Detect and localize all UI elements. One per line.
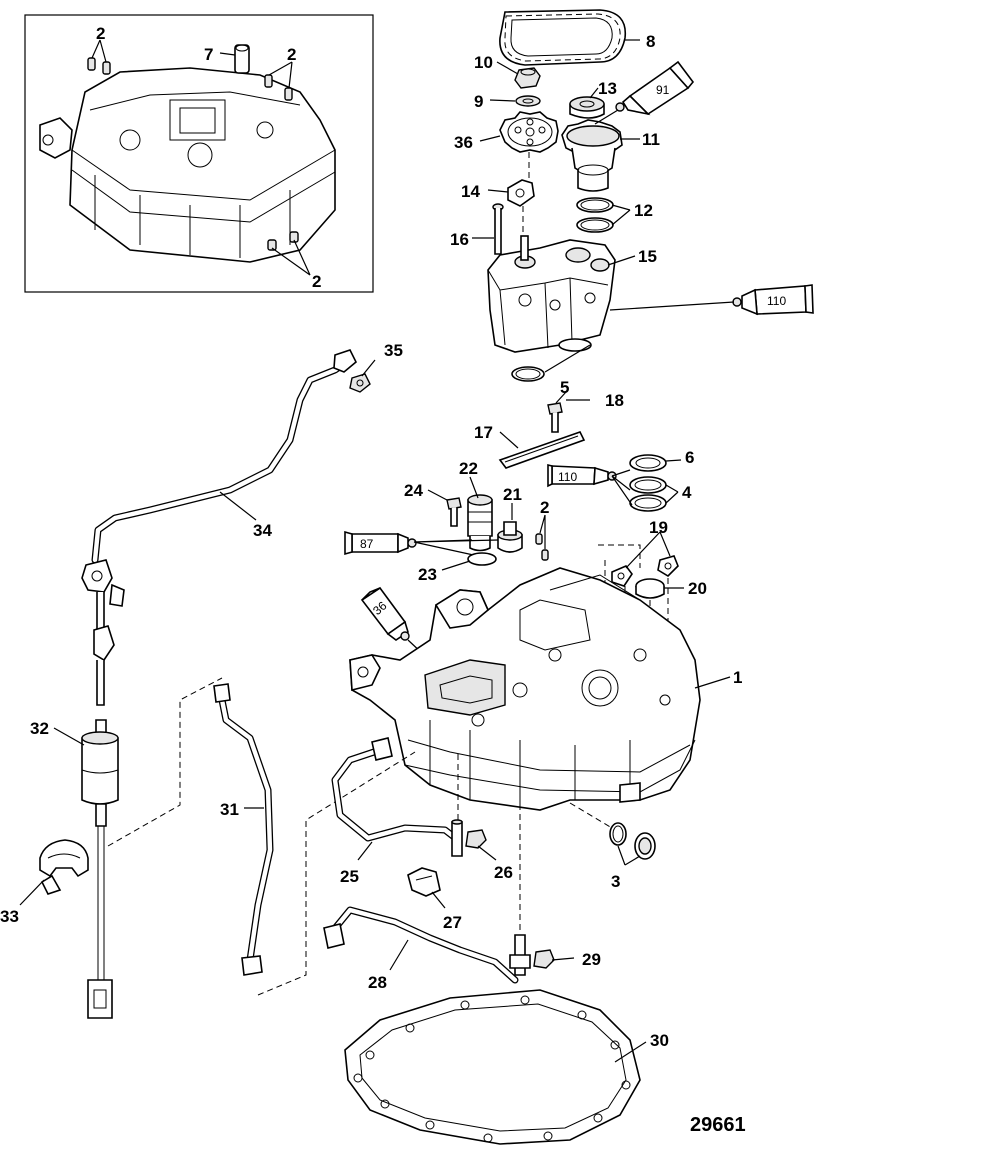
part-9-washer xyxy=(515,95,541,107)
callout-25: 25 xyxy=(340,867,359,886)
part-34-line xyxy=(81,349,357,706)
part-15-oil-pump xyxy=(487,235,616,353)
part-8-chain xyxy=(499,9,627,66)
part-4-o-rings xyxy=(629,476,667,512)
part-11-drive-gear xyxy=(561,119,623,192)
callout-20: 20 xyxy=(688,579,707,598)
part-19-sensors xyxy=(611,555,679,587)
tube-110-upper: 110 xyxy=(732,284,814,316)
part-23-o-ring xyxy=(467,552,497,566)
tube-110-lower: 110 xyxy=(547,463,617,488)
part-17-strip xyxy=(498,431,586,469)
part-13-bearing xyxy=(569,96,605,119)
callout-11: 11 xyxy=(642,130,660,149)
callout-21: 21 xyxy=(503,485,522,504)
callout-12: 12 xyxy=(634,201,653,220)
part-10-nut xyxy=(514,67,541,89)
part-29-nut xyxy=(533,949,555,969)
part-6-seal xyxy=(629,454,667,472)
callout-34: 34 xyxy=(253,521,272,540)
callout-22: 22 xyxy=(459,459,478,478)
part-27-clip xyxy=(407,867,441,897)
callout-27: 27 xyxy=(443,913,462,932)
tube-91-label: 91 xyxy=(656,83,670,97)
tube-110-upper-label: 110 xyxy=(767,294,786,308)
callout-36: 36 xyxy=(454,133,473,152)
callout-8: 8 xyxy=(646,32,655,51)
callout-9: 9 xyxy=(474,92,483,111)
inset-dowel-3 xyxy=(264,74,273,88)
inset-dowel-1 xyxy=(87,57,96,71)
figure-number: 29661 xyxy=(690,1114,746,1136)
callout-2-inset-right: 2 xyxy=(287,45,296,64)
tube-36: 36 xyxy=(360,586,410,641)
callout-16: 16 xyxy=(450,230,469,249)
part-36-sprocket xyxy=(499,111,559,153)
callout-18: 18 xyxy=(605,391,624,410)
callout-10: 10 xyxy=(474,53,493,72)
callout-2-main: 2 xyxy=(540,498,549,517)
inset-sleeve xyxy=(234,44,250,74)
part-24-bolt xyxy=(446,497,462,527)
part-21-cap xyxy=(497,521,523,553)
callout-labels: 1 2 2 2 2 3 4 5 6 7 8 9 10 11 12 13 14 1… xyxy=(0,24,742,1050)
callout-1: 1 xyxy=(733,668,742,687)
callout-28: 28 xyxy=(368,973,387,992)
tube-110-lower-label: 110 xyxy=(558,470,577,484)
callout-30: 30 xyxy=(650,1031,669,1050)
part-20-cap xyxy=(635,578,665,599)
dowel-b xyxy=(541,549,549,561)
part-14-bracket xyxy=(507,179,535,207)
callout-4: 4 xyxy=(682,483,692,502)
callout-7: 7 xyxy=(204,45,213,64)
inset-dowel-6 xyxy=(267,239,277,251)
inset-dowel-4 xyxy=(284,87,293,101)
tube-87: 87 xyxy=(344,530,417,556)
callout-26: 26 xyxy=(494,863,513,882)
callout-15: 15 xyxy=(638,247,657,266)
inset-dowel-2 xyxy=(102,61,111,75)
callout-23: 23 xyxy=(418,565,437,584)
part-31-hose xyxy=(213,683,274,976)
part-16-bolt xyxy=(492,203,504,255)
callout-35: 35 xyxy=(384,341,403,360)
inset-dowel-5 xyxy=(289,231,299,243)
dowel-a xyxy=(535,533,543,545)
tube-87-label: 87 xyxy=(360,537,374,551)
part-26-nut xyxy=(465,829,487,849)
callout-6: 6 xyxy=(685,448,694,467)
part-25-hose xyxy=(331,737,463,857)
callout-3: 3 xyxy=(611,872,620,891)
part-35-fitting xyxy=(349,373,371,393)
callout-32: 32 xyxy=(30,719,49,738)
part-28-hose xyxy=(323,906,531,984)
callout-24: 24 xyxy=(404,481,423,500)
callout-13: 13 xyxy=(598,79,617,98)
callout-2-inset-bottom: 2 xyxy=(312,272,321,291)
callout-19: 19 xyxy=(649,518,668,537)
callout-31: 31 xyxy=(220,800,239,819)
part-33-clamp xyxy=(39,839,89,895)
callout-33: 33 xyxy=(0,907,19,926)
inset-assembled-view xyxy=(24,14,374,293)
part-22-fitting xyxy=(467,494,493,552)
part-12-o-rings xyxy=(576,197,614,233)
part-32-filter xyxy=(81,719,119,1019)
inset-housing xyxy=(39,67,336,263)
callout-14: 14 xyxy=(461,182,480,201)
callout-17: 17 xyxy=(474,423,493,442)
part-30-gasket xyxy=(344,989,641,1145)
pump-o-ring-1 xyxy=(558,338,592,352)
callout-5: 5 xyxy=(560,378,569,397)
part-3-seal xyxy=(609,822,656,860)
callout-2-inset-top: 2 xyxy=(96,24,105,43)
tube-91: 91 xyxy=(615,60,695,116)
part-1-housing xyxy=(349,567,701,811)
part-18-bolt xyxy=(547,402,563,433)
callout-29: 29 xyxy=(582,950,601,969)
